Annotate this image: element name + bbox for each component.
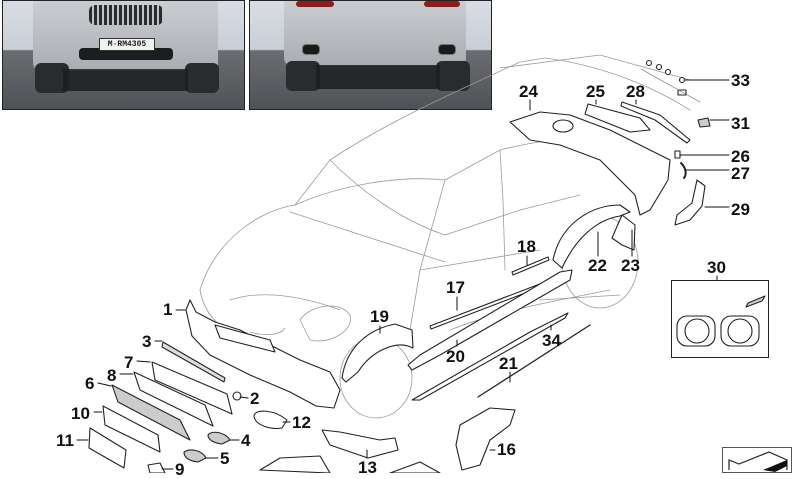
inset-box-30 xyxy=(671,280,769,358)
callout-6[interactable]: 6 xyxy=(85,374,95,393)
callout-34[interactable]: 34 xyxy=(542,331,561,350)
right-tail-light xyxy=(424,1,460,7)
under-car-shadow xyxy=(63,69,188,91)
callout-22[interactable]: 22 xyxy=(588,256,607,275)
callout-2[interactable]: 2 xyxy=(250,389,260,408)
part-20-side-skirt xyxy=(407,269,573,371)
kidney-grille xyxy=(89,5,163,25)
callout-29[interactable]: 29 xyxy=(731,200,750,219)
callout-9[interactable]: 9 xyxy=(175,460,185,479)
part-34-sill-strip xyxy=(411,312,569,401)
callout-10[interactable]: 10 xyxy=(71,404,90,423)
callout-30[interactable]: 30 xyxy=(707,258,726,277)
lower-intake xyxy=(79,48,173,60)
callout-26[interactable]: 26 xyxy=(731,147,750,166)
part-31-grommet xyxy=(697,117,711,128)
leader-lines xyxy=(76,79,730,470)
parts xyxy=(88,59,711,473)
part-23-rear-liner xyxy=(611,214,636,251)
callout-27[interactable]: 27 xyxy=(731,164,750,183)
callout-13[interactable]: 13 xyxy=(358,458,377,477)
part-19-front-wheel-arch xyxy=(341,323,414,383)
rear-left-tire xyxy=(286,61,320,91)
part-11-plate-base xyxy=(88,427,127,469)
callout-1[interactable]: 1 xyxy=(163,300,173,319)
callout-7[interactable]: 7 xyxy=(124,353,134,372)
part-1-front-bumper xyxy=(185,299,341,409)
callout-4[interactable]: 4 xyxy=(241,431,251,450)
part-6-mesh-grille xyxy=(111,384,191,441)
part-7-center-grille xyxy=(151,361,233,415)
callout-31[interactable]: 31 xyxy=(731,114,750,133)
callout-3[interactable]: 3 xyxy=(142,332,152,351)
callout-5[interactable]: 5 xyxy=(220,449,230,468)
front-view-photo: M·RM4305 xyxy=(2,0,245,110)
part-13-bracket xyxy=(321,429,399,459)
under-car-shadow xyxy=(316,65,440,89)
callout-24[interactable]: 24 xyxy=(519,82,538,101)
part-8-trim xyxy=(133,371,214,427)
callout-18[interactable]: 18 xyxy=(517,237,536,256)
rear-right-tire xyxy=(436,61,470,91)
next-page-arrow-icon[interactable] xyxy=(722,447,792,473)
callout-20[interactable]: 20 xyxy=(446,347,465,366)
part-12-fog-cover xyxy=(253,410,288,429)
callout-11[interactable]: 11 xyxy=(56,431,74,450)
callout-19[interactable]: 19 xyxy=(370,307,389,326)
part-16-wheel-liner xyxy=(455,407,516,471)
callout-21[interactable]: 21 xyxy=(499,354,518,373)
part-29-side-cover xyxy=(674,179,706,226)
front-right-tire xyxy=(185,63,219,93)
part-28-trim-strip xyxy=(620,101,691,144)
part-33-clip-set xyxy=(640,59,701,103)
arrow-glyph-icon xyxy=(728,451,788,472)
callout-12[interactable]: 12 xyxy=(292,413,311,432)
part-26-cap xyxy=(674,150,681,159)
callout-28[interactable]: 28 xyxy=(626,82,645,101)
callout-33[interactable]: 33 xyxy=(731,71,750,90)
callout-17[interactable]: 17 xyxy=(446,278,465,297)
car-rear-body xyxy=(284,1,466,66)
part-25-diffuser xyxy=(584,103,651,133)
rear-view-photo xyxy=(249,0,492,110)
license-plate: M·RM4305 xyxy=(99,38,155,51)
callout-23[interactable]: 23 xyxy=(621,256,640,275)
part-4-side-grille xyxy=(207,431,231,445)
left-exhaust-tip xyxy=(302,44,320,55)
part-3-upper-grille xyxy=(161,341,226,383)
part-22-rear-wheel-arch xyxy=(552,204,631,269)
inset-30-contents xyxy=(676,295,766,347)
part-21-trim-line xyxy=(477,324,591,398)
right-exhaust-tip xyxy=(438,44,456,55)
part-27-seal xyxy=(680,162,687,179)
part-24-rear-bumper xyxy=(509,111,671,216)
part-18-rear-door-molding xyxy=(511,256,550,276)
part-9-bracket xyxy=(147,462,166,473)
part-2-clip xyxy=(232,391,242,401)
callout-25[interactable]: 25 xyxy=(586,82,605,101)
part-10-plate-holder xyxy=(102,405,161,453)
left-tail-light xyxy=(296,1,334,7)
callout-8[interactable]: 8 xyxy=(107,366,117,385)
callout-16[interactable]: 16 xyxy=(497,440,516,459)
part-5-side-grille xyxy=(183,449,207,463)
